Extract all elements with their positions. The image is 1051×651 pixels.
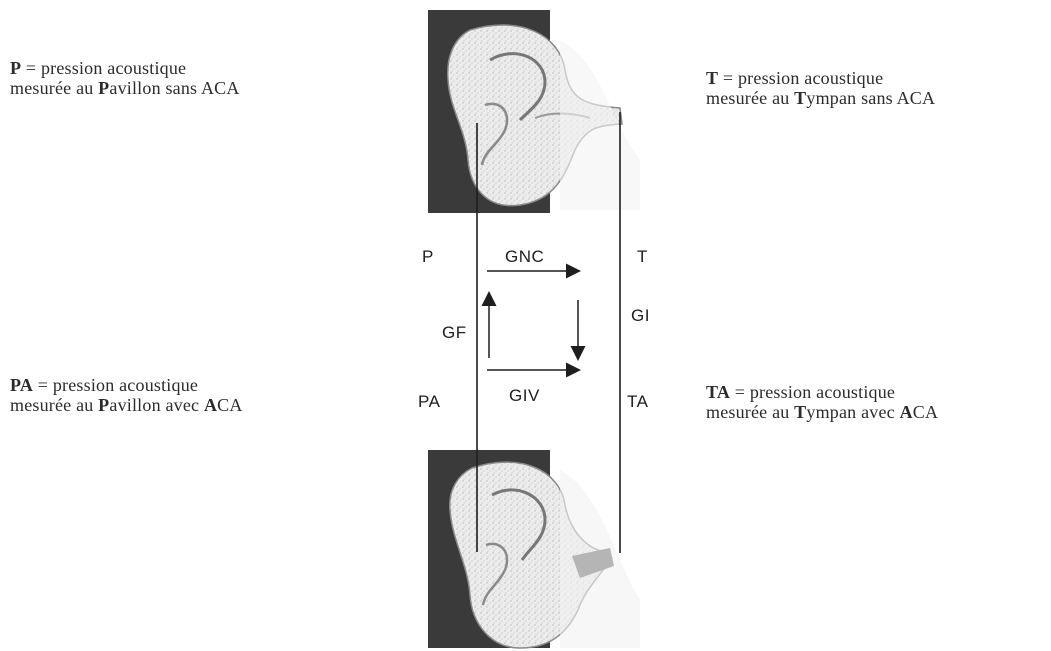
- definition-pa-text1: pression acoustique: [53, 375, 198, 395]
- definition-ta-text2d: A: [900, 402, 913, 422]
- definition-pa: PA = pression acoustique mesurée au Pavi…: [10, 375, 243, 415]
- definition-pa-text2a: mesurée au: [10, 395, 98, 415]
- bottom-ear-image: [428, 450, 640, 648]
- definition-t-text2a: mesurée au: [706, 88, 794, 108]
- label-gi: GI: [631, 306, 650, 326]
- definition-t-text2b: T: [794, 88, 806, 108]
- label-gnc: GNC: [505, 247, 544, 267]
- definition-ta-text2e: CA: [913, 402, 938, 422]
- definition-ta-text2a: mesurée au: [706, 402, 794, 422]
- definition-p-eq: =: [26, 58, 36, 78]
- definition-pa-text2e: CA: [217, 395, 242, 415]
- definition-ta-symbol: TA: [706, 382, 730, 402]
- definition-pa-eq: =: [38, 375, 48, 395]
- definition-pa-text2c: avillon avec: [109, 395, 204, 415]
- definition-p-text2c: avillon sans ACA: [109, 78, 239, 98]
- definition-ta-eq: =: [735, 382, 745, 402]
- definition-p-symbol: P: [10, 58, 21, 78]
- definition-p-text2b: P: [98, 78, 109, 98]
- definition-ta: TA = pression acoustique mesurée au Tymp…: [706, 382, 938, 422]
- definition-t-text1: pression acoustique: [738, 68, 883, 88]
- label-pa: PA: [418, 392, 440, 412]
- definition-t-symbol: T: [706, 68, 718, 88]
- definition-p-text1: pression acoustique: [41, 58, 186, 78]
- definition-t-text2c: ympan sans ACA: [806, 88, 935, 108]
- definition-pa-text2b: P: [98, 395, 109, 415]
- definition-ta-text2c: ympan avec: [806, 402, 899, 422]
- definition-ta-text2b: T: [794, 402, 806, 422]
- label-giv: GIV: [509, 386, 540, 406]
- label-ta: TA: [627, 392, 648, 412]
- definition-t-eq: =: [723, 68, 733, 88]
- label-p: P: [422, 247, 434, 267]
- label-gf: GF: [442, 323, 467, 343]
- label-t: T: [637, 247, 648, 267]
- definition-pa-symbol: PA: [10, 375, 33, 395]
- definition-t: T = pression acoustique mesurée au Tympa…: [706, 68, 935, 108]
- definition-p-text2a: mesurée au: [10, 78, 98, 98]
- definition-pa-text2d: A: [204, 395, 217, 415]
- definition-p: P = pression acoustique mesurée au Pavil…: [10, 58, 240, 98]
- top-ear-image: [428, 10, 640, 213]
- definition-ta-text1: pression acoustique: [750, 382, 895, 402]
